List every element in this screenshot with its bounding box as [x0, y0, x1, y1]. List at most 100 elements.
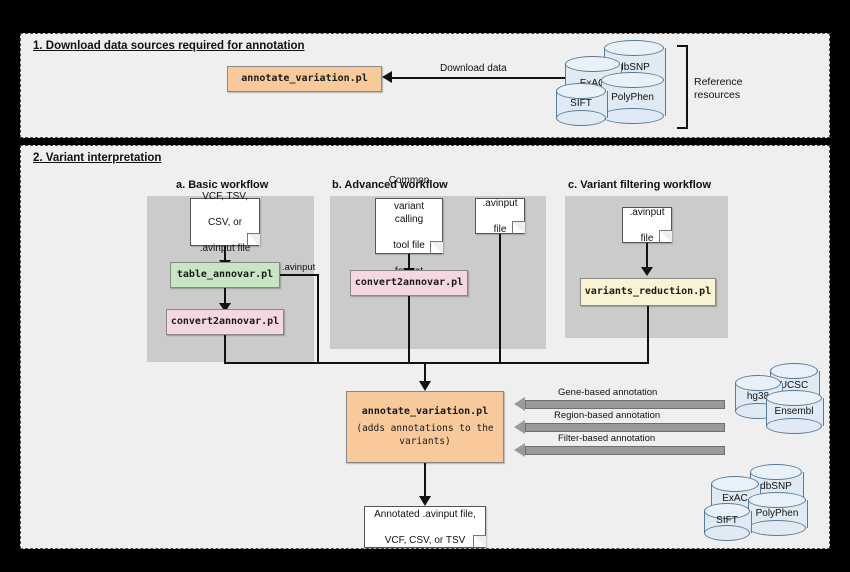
workflow-c-arrowhead-1	[641, 267, 653, 276]
note-line-1: Common	[388, 175, 430, 186]
process-convert2annovar-advanced[interactable]: convert2annovar.pl	[350, 270, 468, 296]
cylinder-bottom	[748, 520, 806, 536]
workflow-b-input-note: Common variant calling tool file format	[375, 175, 443, 277]
region-based-annotation-arrow	[525, 423, 725, 432]
workflow-a-edge-1	[224, 246, 226, 262]
process-sublabel-line2: variants)	[399, 436, 451, 448]
database-label: Ensembl	[774, 406, 814, 417]
database-label: dbSNP	[618, 62, 650, 73]
output-line-1: Annotated .avinput file,	[374, 508, 476, 520]
workflow-a-title: a. Basic workflow	[176, 179, 269, 191]
workflow-c-out-v	[647, 306, 649, 364]
workflow-b-title: b. Advanced workflow	[332, 179, 448, 191]
process-annotate-variation-download[interactable]: annotate_variation.pl	[227, 66, 382, 92]
note-text: Annotated .avinput file, VCF, CSV, or TS…	[366, 508, 484, 547]
cylinder-bottom	[601, 108, 664, 124]
process-label: variants_reduction.pl	[584, 286, 712, 298]
process-label: convert2annovar.pl	[354, 277, 464, 289]
cylinder-top	[704, 503, 750, 519]
reference-resources-label: Reference resources	[694, 76, 774, 102]
note-line-2: file	[640, 232, 654, 244]
cylinder-bottom	[704, 525, 750, 541]
merge-bus-line	[224, 362, 649, 364]
download-data-label: Download data	[440, 63, 507, 74]
output-arrowhead	[419, 496, 431, 506]
workflow-b-out-v	[408, 296, 410, 364]
workflow-c-input-note: .avinput file	[621, 206, 672, 245]
database-label: PolyPhen	[611, 92, 654, 103]
note-line-1: .avinput	[482, 197, 518, 209]
download-data-line	[390, 77, 574, 79]
database-label: hg38	[746, 391, 770, 402]
note-line-3: tool file	[393, 240, 425, 251]
workflow-a-out-v	[224, 335, 226, 364]
note-fold-corner	[247, 233, 260, 246]
note-line-2: file	[493, 223, 507, 235]
region-based-annotation-label: Region-based annotation	[554, 410, 661, 421]
gene-based-annotation-label: Gene-based annotation	[558, 387, 658, 398]
reference-resources-line1: Reference	[694, 76, 743, 88]
process-label: annotate_variation.pl	[361, 405, 489, 417]
cylinder-top	[748, 492, 806, 508]
workflow-c-edge-1	[646, 243, 648, 269]
database-polyphen-bottom: PolyPhen	[748, 492, 808, 536]
process-label: convert2annovar.pl	[170, 316, 280, 328]
download-data-arrowhead	[382, 71, 392, 83]
note-text: .avinput file	[621, 206, 672, 245]
note-fold-corner	[473, 535, 486, 548]
process-annotate-variation-central[interactable]: annotate_variation.pl (adds annotations …	[346, 391, 504, 463]
gene-based-annotation-arrow	[525, 400, 725, 409]
database-label: dbSNP	[760, 481, 792, 492]
cylinder-top	[766, 390, 822, 406]
database-sift-top: SIFT	[556, 83, 608, 126]
workflow-c-title: c. Variant filtering workflow	[568, 179, 712, 191]
region-based-annotation-arrowhead	[514, 420, 525, 434]
reference-resources-line2: resources	[694, 89, 741, 102]
reference-resources-bracket	[677, 45, 688, 129]
note-line-1: VCF, TSV,	[202, 190, 248, 202]
cylinder-top	[750, 464, 802, 480]
process-variants-reduction[interactable]: variants_reduction.pl	[580, 278, 716, 306]
database-hg38: hg38	[735, 375, 783, 419]
database-label: PolyPhen	[755, 508, 799, 519]
cylinder-top	[565, 56, 620, 72]
central-to-output-line	[424, 463, 426, 499]
workflow-b-side-v	[499, 234, 501, 364]
merge-to-central-line	[424, 362, 426, 384]
note-line-2: CSV, or	[207, 216, 243, 228]
output-line-2: VCF, CSV, or TSV	[384, 534, 466, 546]
note-line-1: .avinput	[629, 206, 665, 218]
note-fold-corner	[512, 221, 525, 234]
output-note: Annotated .avinput file, VCF, CSV, or TS…	[364, 506, 486, 548]
database-ensembl: Ensembl	[766, 390, 824, 434]
note-fold-corner	[430, 241, 443, 254]
section-1-panel	[20, 33, 830, 138]
process-convert2annovar-basic[interactable]: convert2annovar.pl	[166, 309, 284, 335]
cylinder-top	[556, 83, 606, 99]
cylinder-top	[711, 476, 759, 492]
merge-arrowhead	[419, 381, 431, 391]
filter-based-annotation-label: Filter-based annotation	[558, 433, 656, 444]
workflow-b-edge-1	[408, 254, 410, 270]
section-2-title: 2. Variant interpretation	[33, 152, 162, 164]
process-sublabel-line1: (adds annotations to the	[356, 423, 494, 435]
cylinder-bottom	[766, 418, 822, 434]
avinput-branch-label: .avinput	[282, 262, 316, 273]
note-line-2: variant calling	[393, 201, 424, 225]
workflow-a-edge-2	[224, 288, 226, 306]
section-1-title: 1. Download data sources required for an…	[33, 40, 305, 52]
filter-based-annotation-arrowhead	[514, 443, 525, 457]
process-table-annovar[interactable]: table_annovar.pl	[170, 262, 280, 288]
avinput-branch-h	[280, 274, 319, 276]
cylinder-top	[770, 363, 818, 379]
cylinder-top	[735, 375, 781, 391]
database-polyphen-top: PolyPhen	[601, 72, 666, 124]
database-label: SIFT	[570, 98, 592, 109]
avinput-branch-v	[317, 274, 319, 364]
cylinder-top	[601, 72, 664, 88]
workflow-a-arrowhead-2	[219, 303, 231, 312]
database-label: SIFT	[716, 515, 738, 526]
database-sift-bottom: SIFT	[704, 503, 752, 541]
process-label: table_annovar.pl	[176, 269, 274, 281]
